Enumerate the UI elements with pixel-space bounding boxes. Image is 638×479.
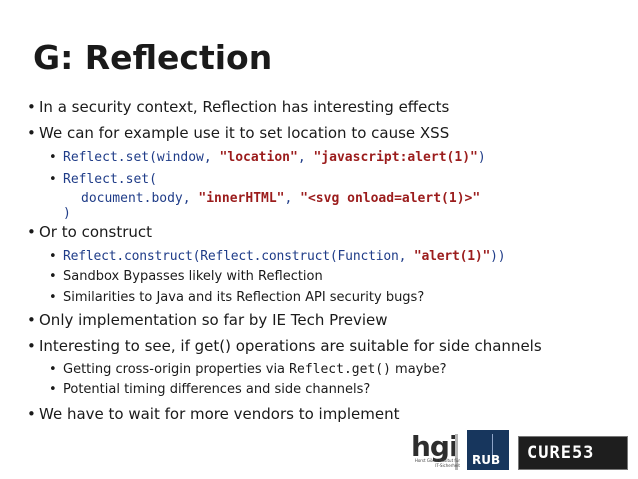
code-end: ) <box>477 150 486 165</box>
bullet-marker: • <box>49 269 57 284</box>
code-sep: , <box>284 191 301 206</box>
bullet-marker: • <box>27 311 36 329</box>
bullet-side-channels: •Interesting to see, if get() operations… <box>27 339 542 354</box>
code-end: )) <box>490 249 506 264</box>
code-part: document.body, <box>81 191 199 206</box>
rub-logo: RUB <box>467 430 509 470</box>
code-string: "<svg onload=alert(1)>" <box>300 191 481 206</box>
code-sep: , <box>297 150 314 165</box>
bullet-text: Potential timing differences and side ch… <box>63 382 371 397</box>
code-string: "innerHTML" <box>198 191 285 206</box>
hgi-logo-bar <box>455 434 458 470</box>
cure53-logo: CURE53 <box>518 436 628 470</box>
bullet-text: We can for example use it to set locatio… <box>39 124 450 142</box>
bullet-text: Only implementation so far by IE Tech Pr… <box>39 311 388 329</box>
bullet-xss-location: •We can for example use it to set locati… <box>27 126 449 141</box>
bullet-marker: • <box>49 249 57 264</box>
code-string: "location" <box>219 150 298 165</box>
bullet-text: Sandbox Bypasses likely with Reflection <box>63 269 323 284</box>
bullet-marker: • <box>49 290 57 305</box>
bullet-text: We have to wait for more vendors to impl… <box>39 405 400 423</box>
bullet-construct: •Or to construct <box>27 225 152 240</box>
bullet-marker: • <box>49 382 57 397</box>
bullet-marker: • <box>27 223 36 241</box>
sub-bullet-java: • Similarities to Java and its Reflection… <box>49 291 424 304</box>
bullet-vendors: •We have to wait for more vendors to imp… <box>27 407 399 422</box>
bullet-text: Similarities to Java and its Reflection … <box>63 290 425 305</box>
sub-bullet-code-construct: • Reflect.construct(Reflect.construct(Fun… <box>49 249 506 264</box>
bullet-marker: • <box>27 124 36 142</box>
sub-bullet-cross-origin: • Getting cross-origin properties via Ref… <box>49 363 447 376</box>
sub-bullet-timing: • Potential timing differences and side c… <box>49 383 370 396</box>
hgi-logo-word: hgi <box>411 430 459 463</box>
bullet-ie-preview: •Only implementation so far by IE Tech P… <box>27 313 388 328</box>
bullet-text: Interesting to see, if get() operations … <box>39 337 542 355</box>
code-fn: Reflect.set(window, <box>63 150 220 165</box>
slide-title: G: Reflection <box>33 38 273 77</box>
code-fn: Reflect.construct(Reflect.construct(Func… <box>63 249 414 264</box>
sub-bullet-sandbox: • Sandbox Bypasses likely with Reflection <box>49 270 323 283</box>
hgi-logo-subtitle: Horst Görtz Institut für IT-Sicherheit <box>414 458 460 468</box>
rub-logo-line <box>492 434 493 464</box>
rub-logo-text: RUB <box>472 453 501 467</box>
code-line-3: ) <box>63 204 71 220</box>
bullet-text: In a security context, Reflection has in… <box>39 98 450 116</box>
code-line-2: document.body, "innerHTML", "<svg onload… <box>81 189 480 205</box>
bullet-security-context: •In a security context, Reflection has i… <box>27 100 449 115</box>
hgi-logo: hgi Horst Görtz Institut für IT-Sicherhe… <box>399 430 467 472</box>
bullet-marker: • <box>49 362 57 377</box>
inline-code: Reflect.get() <box>289 362 391 377</box>
code-part: ) <box>63 206 71 221</box>
sub-bullet-code-set-location: • Reflect.set(window, "location", "javasc… <box>49 151 486 164</box>
bullet-marker: • <box>27 337 36 355</box>
bullet-text: Getting cross-origin properties via <box>63 362 290 377</box>
sub-bullet-code-set-innerhtml: • Reflect.set( <box>49 173 157 186</box>
bullet-marker: • <box>49 150 57 165</box>
code-string: "alert(1)" <box>413 249 491 264</box>
code-line-1: Reflect.set( <box>63 172 157 187</box>
bullet-marker: • <box>49 172 57 187</box>
bullet-marker: • <box>27 98 36 116</box>
bullet-text: maybe? <box>390 362 447 377</box>
code-string: "javascript:alert(1)" <box>313 150 478 165</box>
cure53-logo-text: CURE53 <box>527 443 595 463</box>
bullet-text: Or to construct <box>39 223 152 241</box>
bullet-marker: • <box>27 405 36 423</box>
